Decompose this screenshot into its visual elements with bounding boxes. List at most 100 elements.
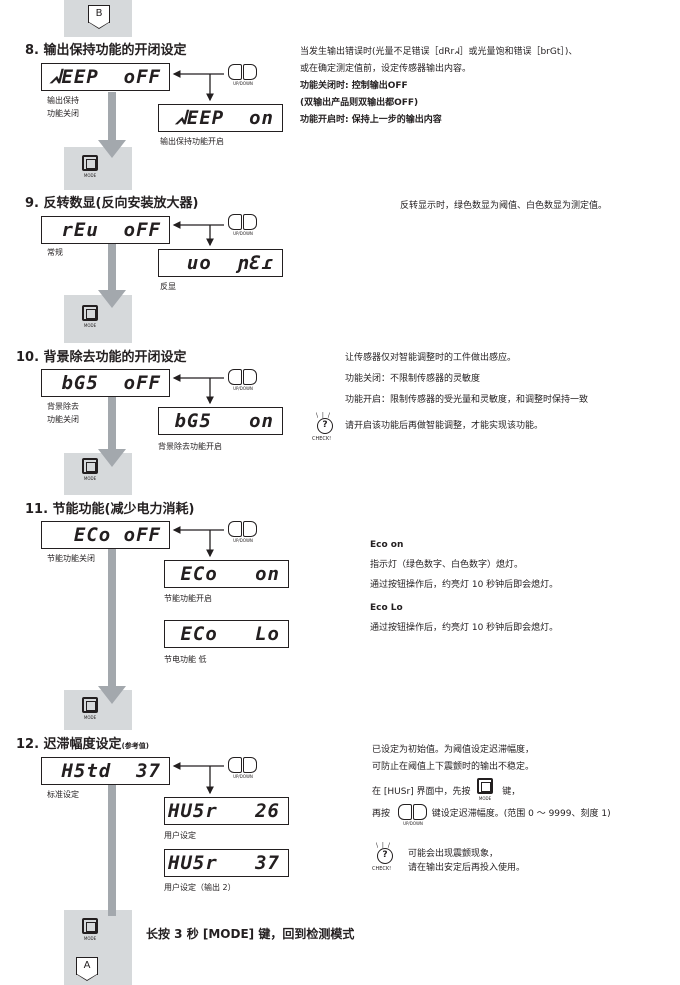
desc-line: 功能开启：限制传感器的受光量和灵敏度，和调整时保持一致 bbox=[345, 395, 589, 405]
label-eco-on: 节能功能开启 bbox=[164, 594, 212, 603]
desc-line: 指示灯（绿色数字、白色数字）熄灯。 bbox=[370, 560, 524, 570]
mode-caption: MODE bbox=[83, 323, 97, 328]
label-hysteresis-standard: 标准设定 bbox=[47, 790, 79, 799]
check-note-2: 请在输出安定后再投入使用。 bbox=[408, 863, 526, 873]
label-eco-off: 节能功能关闭 bbox=[47, 554, 95, 563]
flow-arrow-head bbox=[98, 140, 126, 158]
section-12-title: 12. 迟滞幅度设定(参考值) bbox=[16, 733, 149, 752]
check-icon: \ | /? CHECK! bbox=[372, 842, 393, 872]
lcd-hysteresis-user: HU5r 26 bbox=[164, 797, 289, 825]
lcd-bgs-off: bG5 oFF bbox=[41, 369, 170, 397]
label-hysteresis-user-2: 用户设定（输出 2） bbox=[164, 883, 236, 892]
section-10-check-note: 请开启该功能后再做智能调整，才能实现该功能。 bbox=[345, 421, 544, 431]
desc-line: 当发生输出错误时(光量不足错误［dRrᖽ］或光量饱和错误［brGt］)、 bbox=[300, 47, 578, 57]
updown-caption: UP/DOWN bbox=[233, 231, 253, 236]
updown-caption: UP/DOWN bbox=[233, 538, 253, 543]
updown-caption: UP/DOWN bbox=[403, 821, 423, 826]
check-icon: \ | /? CHECK! bbox=[312, 412, 333, 442]
updown-caption: UP/DOWN bbox=[233, 81, 253, 86]
label-eco-lo: 节电功能 低 bbox=[164, 655, 207, 664]
flow-arrow bbox=[108, 548, 116, 688]
section-12-title-note: (参考值) bbox=[121, 742, 149, 750]
lcd-bgs-on: bG5 on bbox=[158, 407, 283, 435]
desc-line: 让传感器仅对智能调整时的工件做出感应。 bbox=[345, 353, 517, 363]
mode-caption: MODE bbox=[83, 476, 97, 481]
section-9-title: 9. 反转数显(反向安装放大器) bbox=[25, 196, 199, 211]
lcd-hysteresis-standard: H5td 37 bbox=[41, 757, 170, 785]
check-note-1: 可能会出现震颤现象， bbox=[408, 849, 499, 859]
label-keep-off-1: 输出保持 bbox=[47, 96, 79, 105]
mode-button-inline: MODE bbox=[475, 778, 495, 804]
lcd-eco-on: ECo on bbox=[164, 560, 289, 588]
connector-b: B bbox=[88, 5, 110, 29]
lcd-reverse-on: uo ɲƐɾ bbox=[158, 249, 283, 277]
flow-arrow-head bbox=[98, 449, 126, 467]
check-caption: CHECK! bbox=[312, 436, 332, 442]
mode-button[interactable]: MODE bbox=[80, 697, 100, 723]
flow-arrow bbox=[108, 397, 116, 452]
updown-button[interactable]: UP/DOWN bbox=[228, 214, 258, 238]
desc-updown-step-b: 键设定迟滞幅度。(范围 0 ～ 9999、刻度 1) bbox=[431, 809, 611, 819]
section-8-description: 当发生输出错误时(光量不足错误［dRrᖽ］或光量饱和错误［brGt］)、 或在确… bbox=[300, 44, 577, 129]
connector-a: A bbox=[76, 957, 98, 981]
label-bgs-off-2: 功能关闭 bbox=[47, 415, 79, 424]
flow-arrow bbox=[108, 92, 116, 142]
updown-button-inline: UP/DOWN bbox=[398, 804, 428, 828]
section-12-title-text: 12. 迟滞幅度设定 bbox=[16, 737, 122, 752]
desc-line: 功能开启时: 保持上一步的输出内容 bbox=[300, 115, 442, 125]
mode-caption: MODE bbox=[83, 715, 97, 720]
desc-line: 通过按钮操作后，约亮灯 10 秒钟后即会熄灯。 bbox=[370, 580, 559, 590]
updown-button[interactable]: UP/DOWN bbox=[228, 521, 258, 545]
desc-line: 功能关闭：不限制传感器的灵敏度 bbox=[345, 374, 481, 384]
footer-instruction: 长按 3 秒 [MODE] 键，回到检测模式 bbox=[146, 927, 355, 941]
flow-arrow bbox=[108, 237, 116, 292]
desc-line: 已设定为初始值。为阈值设定迟滞幅度， bbox=[372, 745, 535, 755]
lcd-keep-off: ᖽEEP oFF bbox=[41, 63, 170, 91]
mode-button[interactable]: MODE bbox=[80, 458, 100, 484]
mode-caption: MODE bbox=[83, 936, 97, 941]
desc-mode-step-b: 键， bbox=[502, 787, 521, 797]
desc-line: (双输出产品则双输出都OFF) bbox=[300, 98, 419, 108]
connector-a-label: A bbox=[83, 960, 91, 971]
eco-lo-description: 通过按钮操作后，约亮灯 10 秒钟后即会熄灯。 bbox=[370, 623, 559, 633]
lcd-eco-off: ECo oFF bbox=[41, 521, 170, 549]
desc-mode-step: 在 [HUSr] 界面中，先按 键， bbox=[372, 784, 520, 801]
updown-caption: UP/DOWN bbox=[233, 774, 253, 779]
check-caption: CHECK! bbox=[372, 866, 392, 872]
mode-caption: MODE bbox=[83, 173, 97, 178]
desc-updown-step-a: 再按 bbox=[372, 809, 391, 819]
section-12-description: 已设定为初始值。为阈值设定迟滞幅度， 可防止在阈值上下震颤时的输出不稳定。 bbox=[372, 742, 534, 776]
lcd-keep-on: ᖽEEP on bbox=[158, 104, 283, 132]
mode-button[interactable]: MODE bbox=[80, 918, 100, 944]
desc-updown-step: 再按 键设定迟滞幅度。(范围 0 ～ 9999、刻度 1) bbox=[372, 806, 611, 823]
flow-arrow-head bbox=[98, 290, 126, 308]
updown-button[interactable]: UP/DOWN bbox=[228, 369, 258, 393]
eco-on-description: 指示灯（绿色数字、白色数字）熄灯。 通过按钮操作后，约亮灯 10 秒钟后即会熄灯… bbox=[370, 557, 558, 594]
lcd-reverse-off: rEu oFF bbox=[41, 216, 170, 244]
mode-button[interactable]: MODE bbox=[80, 305, 100, 331]
connector-b-label: B bbox=[95, 8, 103, 19]
desc-mode-step-a: 在 [HUSr] 界面中，先按 bbox=[372, 787, 471, 797]
eco-lo-title: Eco Lo bbox=[370, 603, 403, 613]
mode-caption: MODE bbox=[478, 796, 492, 801]
flow-arrow-head bbox=[98, 686, 126, 704]
section-9-description: 反转显示时，绿色数显为阈值、白色数显为测定值。 bbox=[400, 201, 608, 211]
label-bgs-on: 背景除去功能开启 bbox=[158, 442, 222, 451]
flow-arrow bbox=[108, 784, 116, 916]
lcd-eco-lo: ECo Lo bbox=[164, 620, 289, 648]
section-10-title: 10. 背景除去功能的开闭设定 bbox=[16, 350, 187, 365]
updown-button[interactable]: UP/DOWN bbox=[228, 64, 258, 88]
updown-button[interactable]: UP/DOWN bbox=[228, 757, 258, 781]
updown-caption: UP/DOWN bbox=[233, 386, 253, 391]
desc-line: 可防止在阈值上下震颤时的输出不稳定。 bbox=[372, 762, 535, 772]
label-hysteresis-user: 用户设定 bbox=[164, 831, 196, 840]
label-reverse-off: 常规 bbox=[47, 248, 63, 257]
label-keep-off-2: 功能关闭 bbox=[47, 109, 79, 118]
label-keep-on: 输出保持功能开启 bbox=[160, 137, 224, 146]
eco-on-title: Eco on bbox=[370, 540, 404, 550]
mode-button[interactable]: MODE bbox=[80, 155, 100, 181]
lcd-hysteresis-user-2: HU5r 37 bbox=[164, 849, 289, 877]
desc-line: 功能关闭时: 控制输出OFF bbox=[300, 81, 408, 91]
desc-line: 或在确定测定值前，设定传感器输出内容。 bbox=[300, 64, 472, 74]
label-bgs-off-1: 背景除去 bbox=[47, 402, 79, 411]
